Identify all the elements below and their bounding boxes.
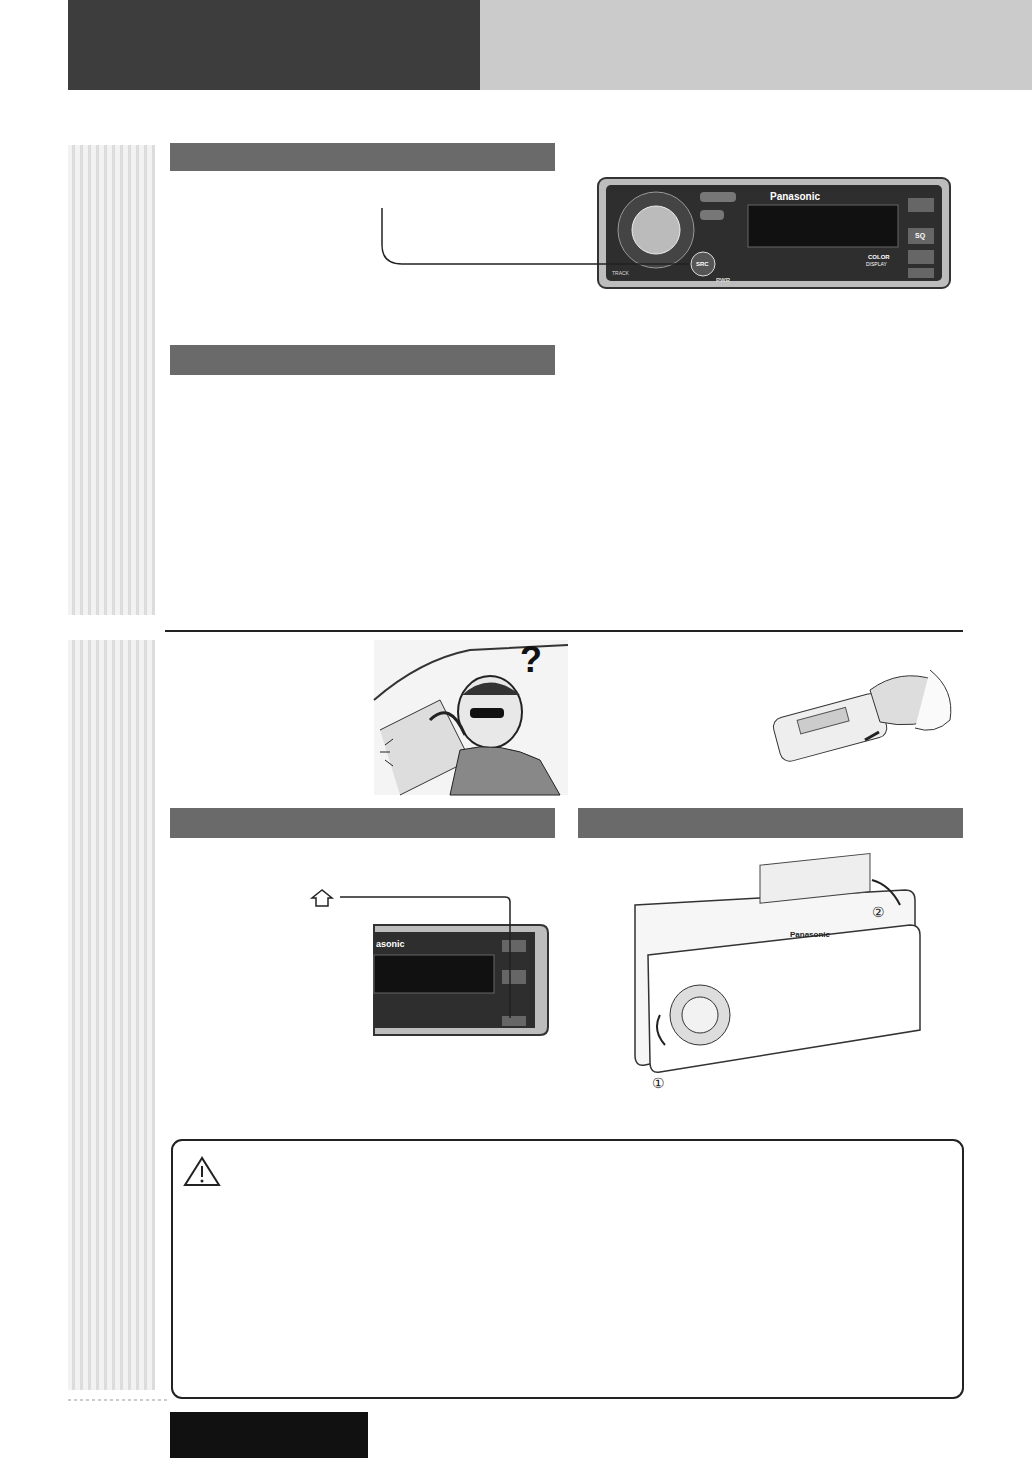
side-tab xyxy=(68,640,155,1390)
label-text: ① xyxy=(652,1076,665,1090)
header-dark xyxy=(68,0,480,90)
label-text: ? xyxy=(520,642,542,678)
label-text: asonic xyxy=(376,940,405,949)
label-text: Panasonic xyxy=(770,192,820,202)
section-band xyxy=(170,808,555,838)
car-stereo-cropped xyxy=(374,925,548,1035)
dash-line xyxy=(68,1400,170,1401)
caution-box xyxy=(172,1140,963,1398)
faceplate-case xyxy=(771,670,951,763)
car-stereo xyxy=(598,178,950,288)
label-text: SRC xyxy=(696,261,709,267)
label-text: COLOR xyxy=(868,254,890,260)
section-band xyxy=(578,808,963,838)
faceplate-removal xyxy=(635,854,920,1073)
leader-line xyxy=(340,897,510,1018)
label-text: Panasonic xyxy=(790,931,830,939)
page-tab xyxy=(170,1412,368,1458)
header-light xyxy=(480,0,1032,90)
leader-line xyxy=(382,208,689,264)
side-tab xyxy=(68,145,155,615)
warning-icon xyxy=(185,1158,219,1185)
label-text: DISPLAY xyxy=(866,262,887,267)
label-text: SQ xyxy=(915,232,925,239)
label-text: TRACK xyxy=(612,271,629,276)
home-icon xyxy=(312,890,332,906)
divider xyxy=(165,630,963,632)
cartoon-driver xyxy=(374,640,568,795)
section-band xyxy=(170,345,555,375)
label-text: ② xyxy=(872,905,885,919)
section-band xyxy=(170,143,555,171)
label-text: PWR xyxy=(716,277,730,283)
